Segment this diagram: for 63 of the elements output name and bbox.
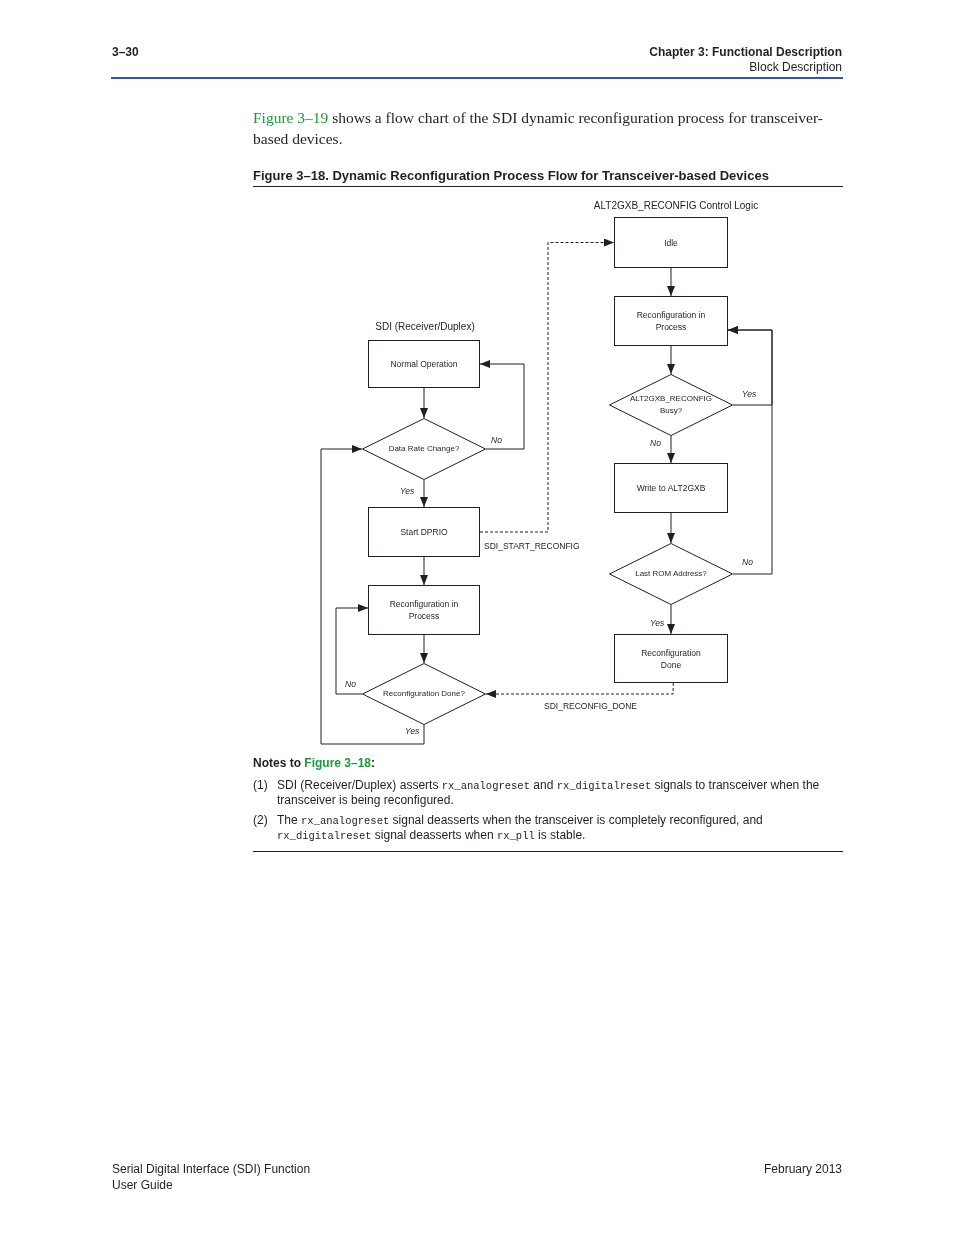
arrow — [420, 634, 428, 664]
arrow — [320, 445, 425, 745]
process-box — [614, 463, 728, 513]
edge-label: No — [650, 437, 661, 450]
signal-label: SDI_RECONFIG_DONE — [544, 700, 638, 713]
note-number: (1) — [253, 778, 269, 794]
note-text: The rx_analogreset signal deasserts when the transceiver is completely reconfigured, and rx_digitalreset signal deasserts when rx_pll is stable. — [277, 813, 764, 843]
node-text: ALT2GXB_RECONFIG Busy? — [628, 393, 714, 417]
edge-label: Yes — [405, 725, 420, 738]
edge-label: No — [491, 434, 502, 447]
decision-diamond — [362, 663, 486, 725]
node-text: Reconfiguration Done — [640, 646, 702, 671]
process-box — [368, 507, 480, 557]
process-box — [614, 217, 728, 268]
arrow — [420, 479, 428, 508]
figure-link: Figure 3–19 — [253, 109, 329, 126]
node-text: Normal Operation — [390, 358, 458, 370]
footer-date: February 2013 — [763, 1161, 842, 1178]
figure-title: Figure 3–18. Dynamic Reconfiguration Process Flow for Transceiver-based Devices — [253, 167, 770, 185]
edge-label: No — [345, 678, 356, 691]
footer-text: User Guide — [112, 1177, 173, 1194]
process-box — [368, 340, 480, 388]
node-text: Write to ALT2GXB — [636, 482, 706, 494]
node-text: Start DPRIO — [400, 526, 448, 538]
process-box — [614, 296, 728, 346]
note-text: SDI (Receiver/Duplex) asserts rx_analogreset and rx_digitalreset signals to transceiver when the transceiver is being reconfigured. — [277, 778, 821, 807]
edge-label: Yes — [400, 485, 415, 498]
group-title: ALT2GXB_RECONFIG Control Logic — [592, 199, 760, 213]
arrow — [479, 360, 525, 450]
signal-label: SDI_START_RECONFIG — [484, 540, 580, 553]
section-name: Block Description — [749, 59, 842, 76]
dashed-arrow — [485, 682, 674, 698]
process-box — [368, 585, 480, 635]
node-text: Reconfiguration Done? — [383, 688, 465, 700]
decision-diamond — [609, 374, 733, 436]
node-text: Idle — [664, 236, 678, 249]
arrow — [727, 326, 773, 575]
node-text: Last ROM Address? — [635, 568, 707, 580]
edge-label: No — [742, 556, 753, 569]
page-number: 3–30 — [112, 44, 139, 61]
body-paragraph: Figure 3–19 shows a flow chart of the SDI dynamic reconfiguration process for transceiver-based devices. — [253, 108, 824, 149]
arrow — [667, 604, 675, 635]
group-title: SDI (Receiver/Duplex) — [374, 320, 476, 334]
edge-label: Yes — [650, 617, 665, 630]
node-text: Reconfiguration in Process — [635, 309, 707, 333]
process-box — [614, 634, 728, 683]
node-text: Reconfiguration in Process — [388, 598, 460, 622]
chapter-heading: Chapter 3: Functional Description — [649, 44, 842, 61]
arrow — [420, 387, 428, 419]
node-text: Data Rate Change? — [388, 443, 460, 455]
arrow — [667, 512, 675, 544]
arrow — [667, 345, 675, 375]
footer-text: Serial Digital Interface (SDI) Function — [112, 1161, 311, 1178]
dashed-arrow — [479, 238, 615, 533]
notes-heading: Notes to Figure 3–18: — [253, 756, 377, 770]
edge-label: Yes — [742, 388, 757, 401]
note-number: (2) — [253, 813, 269, 829]
arrow — [335, 604, 369, 695]
arrow — [420, 556, 428, 586]
arrow — [667, 267, 675, 297]
arrow — [667, 435, 675, 464]
decision-diamond — [362, 418, 486, 480]
decision-diamond — [609, 543, 733, 605]
